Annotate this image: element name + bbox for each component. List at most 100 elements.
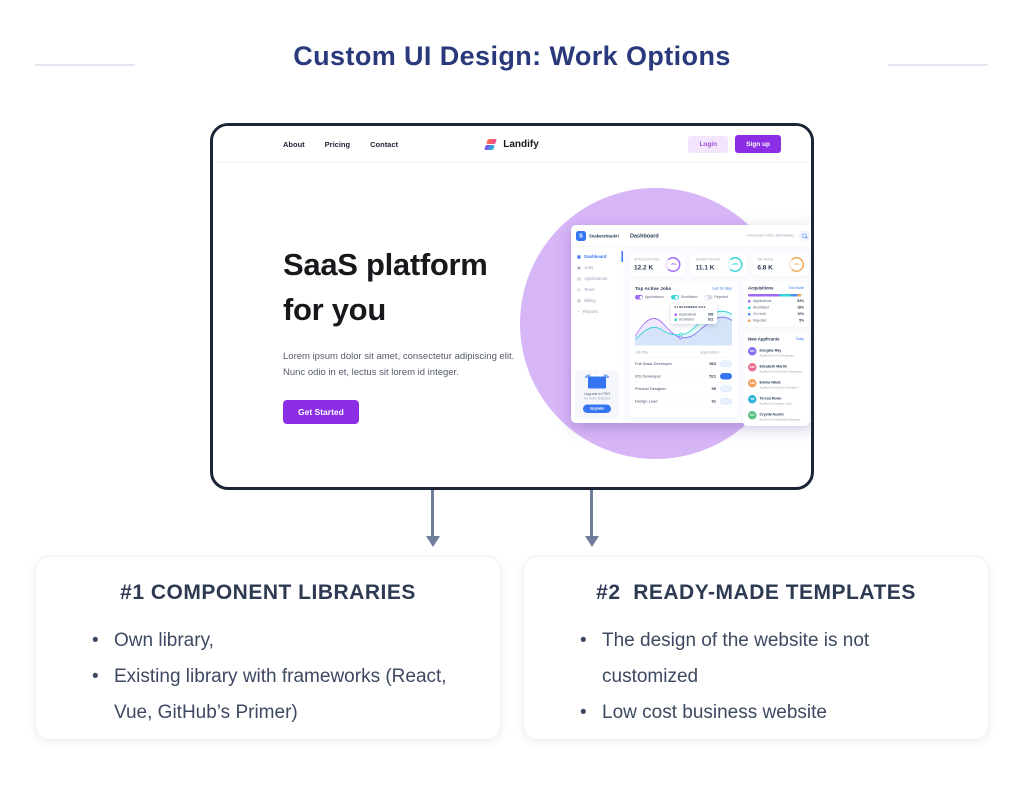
upgrade-button[interactable]: Upgrade (582, 404, 612, 413)
sidebar-item-reports[interactable]: ◔Reports (577, 309, 598, 314)
box-illustration (584, 371, 610, 389)
toggle-off-icon (704, 295, 713, 300)
hero-paragraph: Lorem ipsum dolor sit amet, consectetur … (283, 351, 515, 378)
shortlisted-swatch (748, 306, 751, 309)
applications-swatch (674, 313, 677, 316)
billing-icon: ▧ (577, 298, 581, 303)
stat-ring: +48% (727, 257, 743, 272)
last-30-days-link[interactable]: Last 30 days (712, 287, 732, 291)
legend-rejected-toggle[interactable]: Rejected (704, 295, 728, 300)
table-row: Design Lead 91 (635, 395, 732, 408)
rejected-swatch (748, 319, 751, 322)
login-button[interactable]: Login (688, 135, 729, 153)
arrow-to-option-2 (585, 490, 598, 547)
panel-title: Acquisitions (748, 285, 774, 291)
dashboard-mockup: S SnakersNaukri Dashboard 4 December 201… (571, 225, 811, 426)
option-heading: #1 COMPONENT LIBRARIES (120, 581, 416, 604)
sidebar-item-team[interactable]: ◎Team (577, 287, 595, 292)
brand-name: Landify (503, 138, 539, 150)
bullet-item: The design of the website is not customi… (580, 623, 960, 695)
legend-shortlisted-toggle[interactable]: Shortlisted (670, 295, 697, 300)
landing-navbar: About Pricing Contact Landify Login Sign… (213, 126, 811, 163)
sidebar-item-dashboard[interactable]: ▦Dashboard (571, 251, 623, 262)
team-icon: ◎ (577, 287, 581, 292)
panel-title: New Applicants (748, 336, 780, 342)
browser-mockup: About Pricing Contact Landify Login Sign… (210, 123, 814, 490)
table-row: Product Designer 95 (635, 383, 732, 395)
today-link[interactable]: Today (795, 337, 804, 341)
row-action-button[interactable] (720, 385, 732, 392)
arrow-to-option-1 (426, 490, 439, 547)
stat-ring: -4% (788, 257, 804, 272)
title-divider-right (888, 64, 988, 66)
search-icon[interactable] (799, 230, 810, 242)
this-month-link[interactable]: This Month (788, 286, 804, 290)
hero-copy: SaaS platform for you Lorem ipsum dolor … (283, 242, 553, 424)
sidebar-item-jobs[interactable]: ▣Jobs (577, 265, 594, 270)
avatar: DR (748, 347, 757, 356)
nav-actions: Login Sign up (688, 135, 781, 153)
legend-applications-toggle[interactable]: Applications (635, 295, 664, 300)
sidebar-item-billing[interactable]: ▧Billing (577, 298, 596, 303)
option-card-ready-made-templates: #2 READY-MADE TEMPLATES The design of th… (523, 556, 989, 740)
bullet-item: Existing library with frameworks (React,… (92, 659, 472, 731)
row-action-button[interactable] (720, 397, 732, 405)
get-started-button[interactable]: Get Started (283, 400, 359, 424)
dashboard-page-title: Dashboard (630, 232, 659, 239)
toggle-on-icon (635, 295, 643, 300)
applications-swatch (748, 300, 751, 303)
avatar: EM (748, 363, 757, 372)
hero-heading: SaaS platform for you (283, 247, 488, 327)
row-action-button[interactable] (720, 372, 732, 380)
jobs-icon: ▣ (577, 265, 581, 270)
avatar: CA (748, 411, 757, 420)
nav-link-contact[interactable]: Contact (370, 139, 399, 149)
table-row: Full Stack Developer 563 (635, 358, 732, 370)
option-card-component-libraries: #1 COMPONENT LIBRARIES Own library, Exis… (35, 556, 501, 740)
dashboard-icon: ▦ (577, 254, 581, 259)
sidebar-item-applications[interactable]: ▤Applications (577, 276, 608, 281)
table-row: iOS Developer 521 (635, 370, 732, 383)
dashboard-logo-icon: S (576, 230, 586, 241)
stacked-bar (748, 294, 804, 297)
nav-links: About Pricing Contact (283, 140, 398, 149)
title-divider-left (35, 64, 135, 66)
option-bullets: Own library, Existing library with frame… (64, 623, 472, 731)
stat-ring: +5% (665, 257, 681, 272)
dashboard-date: 4 December 2019, Wednesday (745, 234, 794, 238)
option-bullets: The design of the website is not customi… (552, 623, 960, 731)
top-active-jobs-panel: Top Active Jobs Last 30 days Application… (629, 281, 738, 417)
page-title: Custom UI Design: Work Options (293, 41, 731, 71)
landify-logo-icon (484, 138, 498, 151)
panel-title: Top Active Jobs (635, 286, 672, 292)
stat-applications: APPLICATIONS 12.2 K +5% (629, 253, 686, 276)
chart-legend: Applications Shortlisted Rejected (635, 295, 732, 300)
row-action-button[interactable] (720, 360, 732, 367)
stat-cards: APPLICATIONS 12.2 K +5% SHORTLISTED 11.1… (629, 253, 809, 276)
signup-button[interactable]: Sign up (735, 135, 781, 153)
bullet-item: Low cost business website (580, 695, 960, 731)
option-heading: #2 READY-MADE TEMPLATES (596, 581, 916, 604)
dashboard-brand: S SnakersNaukri (571, 230, 623, 241)
shortlisted-swatch (674, 318, 677, 321)
avatar: EW (748, 379, 757, 388)
nav-link-pricing[interactable]: Pricing (324, 139, 351, 149)
nav-link-about[interactable]: About (283, 139, 305, 149)
stat-shortlisted: SHORTLISTED 11.1 K +48% (690, 253, 748, 276)
dashboard-sidebar: ▦Dashboard ▣Jobs ▤Applications ◎Team ▧Bi… (571, 247, 623, 423)
